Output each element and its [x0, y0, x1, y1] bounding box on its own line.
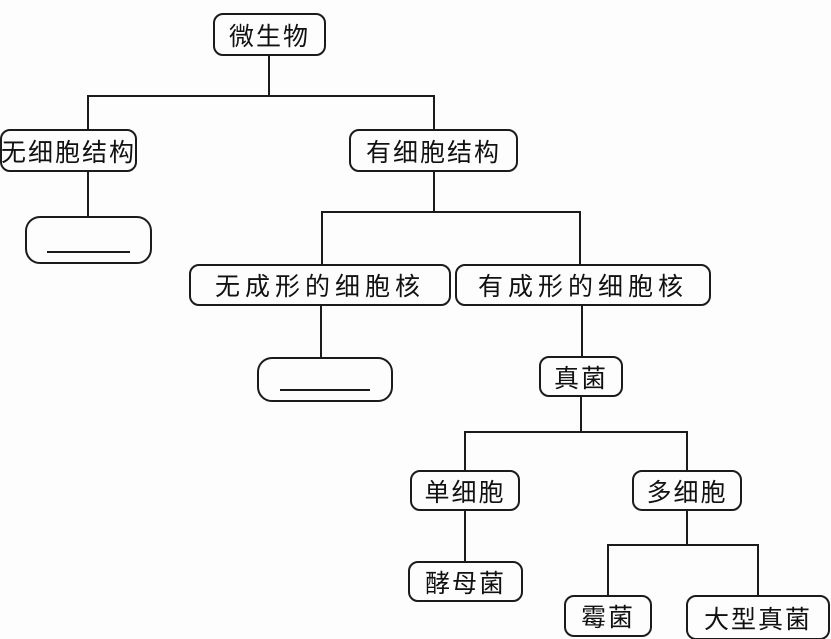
node-blank-2	[257, 357, 393, 402]
node-unicellular-label: 单细胞	[424, 479, 506, 507]
node-no-formed-nucleus-label: 无成形的细胞核	[214, 274, 425, 301]
edge-root-children	[87, 95, 435, 130]
edge-fungi-children	[464, 431, 688, 470]
node-yeast-label: 酵母菌	[424, 570, 506, 598]
node-has-cell-structure: 有细胞结构	[349, 129, 518, 172]
node-mold-label: 霉菌	[580, 605, 635, 632]
blank-1-underline	[46, 251, 131, 253]
node-microbe-label: 微生物	[228, 23, 310, 51]
node-fungi: 真菌	[539, 356, 623, 397]
node-blank-1	[25, 216, 152, 264]
node-macro-fungi-label: 大型真菌	[703, 606, 812, 634]
node-microbe: 微生物	[213, 13, 326, 56]
node-macro-fungi: 大型真菌	[686, 595, 830, 639]
node-multicellular-label: 多细胞	[646, 479, 728, 507]
node-multicellular: 多细胞	[632, 470, 742, 511]
node-formed-nucleus-label: 有成形的细胞核	[477, 274, 688, 301]
node-no-cell-structure-label: 无细胞结构	[1, 139, 137, 167]
node-yeast: 酵母菌	[408, 561, 523, 602]
edge-multicell-children	[607, 544, 759, 595]
node-no-cell-structure: 无细胞结构	[0, 129, 137, 172]
edge-hascell-children	[321, 211, 581, 265]
node-has-cell-structure-label: 有细胞结构	[365, 139, 501, 167]
node-formed-nucleus: 有成形的细胞核	[455, 264, 711, 306]
node-unicellular: 单细胞	[410, 470, 520, 511]
node-no-formed-nucleus: 无成形的细胞核	[189, 264, 451, 306]
node-fungi-label: 真菌	[553, 365, 608, 393]
node-mold: 霉菌	[564, 595, 652, 637]
blank-2-underline	[280, 389, 370, 391]
